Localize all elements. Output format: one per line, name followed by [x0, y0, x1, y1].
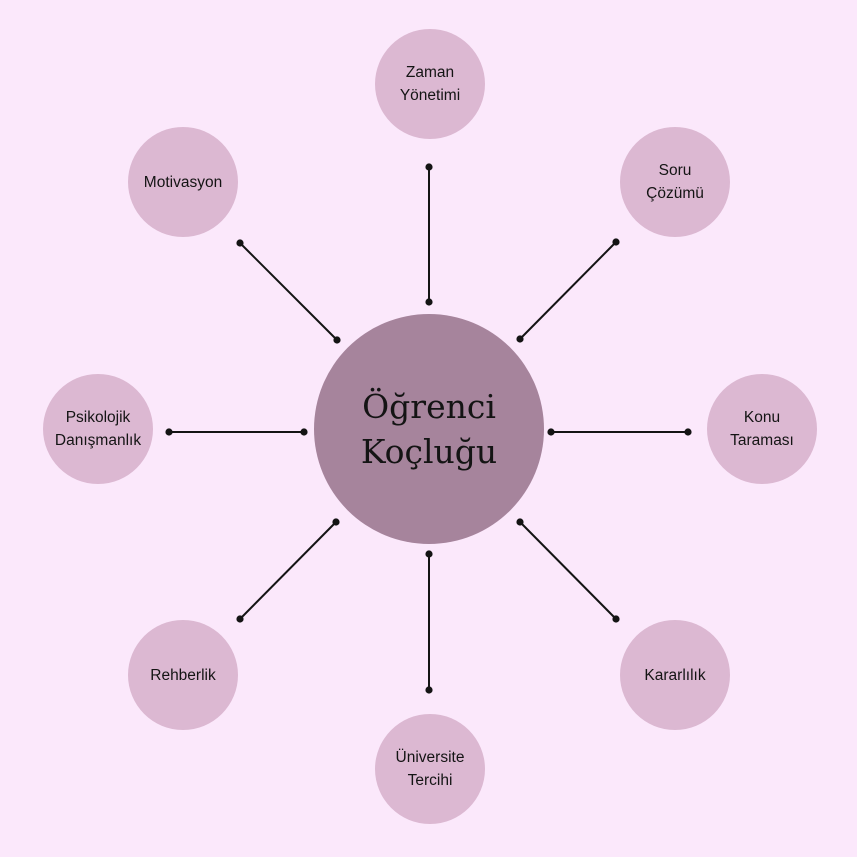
connector-zaman-yonetimi: [425, 163, 433, 306]
connector-soru-cozumu: [516, 238, 620, 343]
node-motivasyon: Motivasyon: [128, 127, 238, 237]
node-label: Rehberlik: [150, 666, 216, 684]
node-label: Zaman Yönetimi: [399, 64, 461, 104]
node-zaman-yonetimi: Zaman Yönetimi: [375, 29, 485, 139]
node-label: Kararlılık: [644, 666, 706, 684]
node-universite-tercihi: Üniversite Tercihi: [375, 714, 485, 824]
connector-psikolojik-danismanlik: [165, 428, 308, 436]
node-kararlilik: Kararlılık: [620, 620, 730, 730]
node-label: Motivasyon: [143, 173, 223, 191]
center-node-label: Öğrenci Koçluğu: [360, 387, 498, 471]
connector-konu-taramasi: [547, 428, 692, 436]
connector-kararlilik: [516, 518, 620, 623]
node-label: Soru Çözümü: [646, 162, 704, 202]
node-label: Üniversite Tercihi: [395, 749, 465, 789]
connector-rehberlik: [236, 518, 340, 623]
node-soru-cozumu: Soru Çözümü: [620, 127, 730, 237]
node-psikolojik-danismanlik: Psikolojik Danışmanlık: [43, 374, 153, 484]
connector-motivasyon: [236, 239, 341, 344]
center-node: Öğrenci Koçluğu: [314, 314, 544, 544]
connector-universite-tercihi: [425, 550, 433, 694]
node-label: Psikolojik Danışmanlık: [54, 409, 142, 449]
node-rehberlik: Rehberlik: [128, 620, 238, 730]
node-konu-taramasi: Konu Taraması: [707, 374, 817, 484]
node-label: Konu Taraması: [730, 409, 794, 449]
